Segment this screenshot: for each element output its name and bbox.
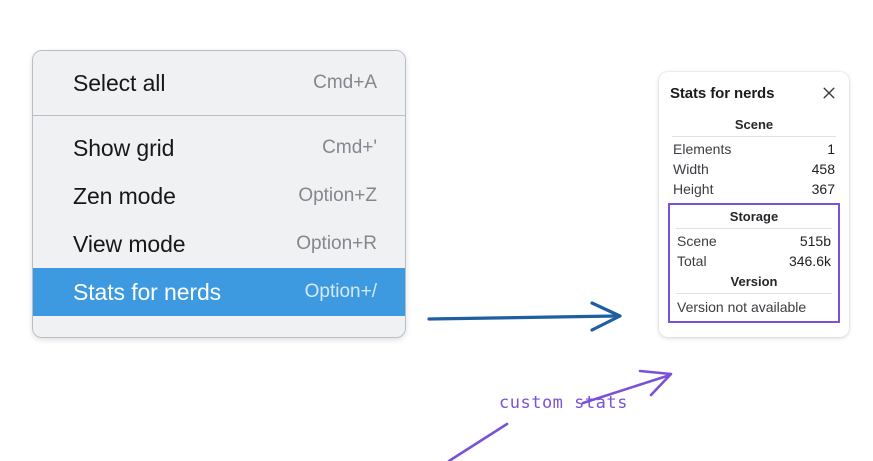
custom-stats-annotation-label: custom stats [499,393,628,413]
stats-row-storage-scene-value: 515b [799,233,831,249]
menu-item-stats-for-nerds-shortcut: Option+/ [304,281,377,302]
stats-section-storage-title: Storage [729,209,779,224]
stats-for-nerds-panel: Stats for nerds Scene Elements 1 Width 4… [659,72,849,337]
menu-item-zen-mode[interactable]: Zen mode Option+Z [33,172,405,220]
stats-row-width-value: 458 [811,161,835,177]
menu-item-select-all[interactable]: Select all Cmd+A [33,59,405,107]
stats-row-width-key: Width [673,161,709,177]
stats-row-storage-total-key: Total [677,253,707,269]
stats-section-scene: Scene Elements 1 Width 458 Height 367 [670,114,838,199]
stats-row-elements-key: Elements [673,141,732,157]
stats-section-version-divider [676,293,832,294]
menu-item-view-mode-shortcut: Option+R [296,233,377,254]
stats-section-storage-divider [676,228,832,229]
menu-group-2-top-padding [33,116,405,124]
stats-row-version-value: Version not available [677,299,807,315]
stats-row-elements: Elements 1 [670,139,838,159]
stats-section-version: Version Version not available [674,271,834,318]
menu-group-1-bottom-padding [33,107,405,115]
menu-item-view-mode-label: View mode [73,230,186,257]
custom-stats-highlight-box: Storage Scene 515b Total 346.6k Version … [668,203,840,323]
menu-item-stats-for-nerds[interactable]: Stats for nerds Option+/ [33,268,405,316]
menu-item-stats-for-nerds-label: Stats for nerds [73,278,222,305]
stats-row-height: Height 367 [670,179,838,199]
stats-row-storage-total-value: 346.6k [788,253,831,269]
menu-group-2: Show grid Cmd+' Zen mode Option+Z View m… [33,115,405,337]
menu-item-show-grid-shortcut: Cmd+' [322,137,377,158]
stats-panel-header: Stats for nerds [670,84,838,102]
menu-item-show-grid-label: Show grid [73,134,175,161]
stats-row-height-key: Height [673,181,714,197]
menu-item-view-mode[interactable]: View mode Option+R [33,220,405,268]
stats-section-storage: Storage Scene 515b Total 346.6k [674,206,834,271]
close-icon[interactable] [820,84,838,102]
menu-group-1: Select all Cmd+A [33,51,405,115]
blue-arrow [427,301,622,332]
menu-item-select-all-shortcut: Cmd+A [313,72,377,93]
stats-row-storage-total: Total 346.6k [674,251,834,271]
context-menu: Select all Cmd+A Show grid Cmd+' Zen mod… [32,50,406,338]
stats-section-scene-title: Scene [734,117,774,132]
stats-row-height-value: 367 [811,181,835,197]
menu-group-1-top-padding [33,51,405,59]
menu-item-zen-mode-shortcut: Option+Z [298,185,377,206]
stats-row-storage-scene: Scene 515b [674,231,834,251]
menu-item-show-grid[interactable]: Show grid Cmd+' [33,124,405,172]
stats-panel-title: Stats for nerds [670,84,775,102]
menu-item-select-all-label: Select all [73,69,166,96]
menu-group-2-bottom-padding [33,316,405,337]
stats-row-elements-value: 1 [827,141,835,157]
stats-row-storage-scene-key: Scene [677,233,717,249]
menu-item-zen-mode-label: Zen mode [73,182,176,209]
stats-section-version-title: Version [730,274,778,289]
stats-section-scene-divider [672,136,836,137]
purple-tail-line [447,422,509,461]
stats-row-width: Width 458 [670,159,838,179]
